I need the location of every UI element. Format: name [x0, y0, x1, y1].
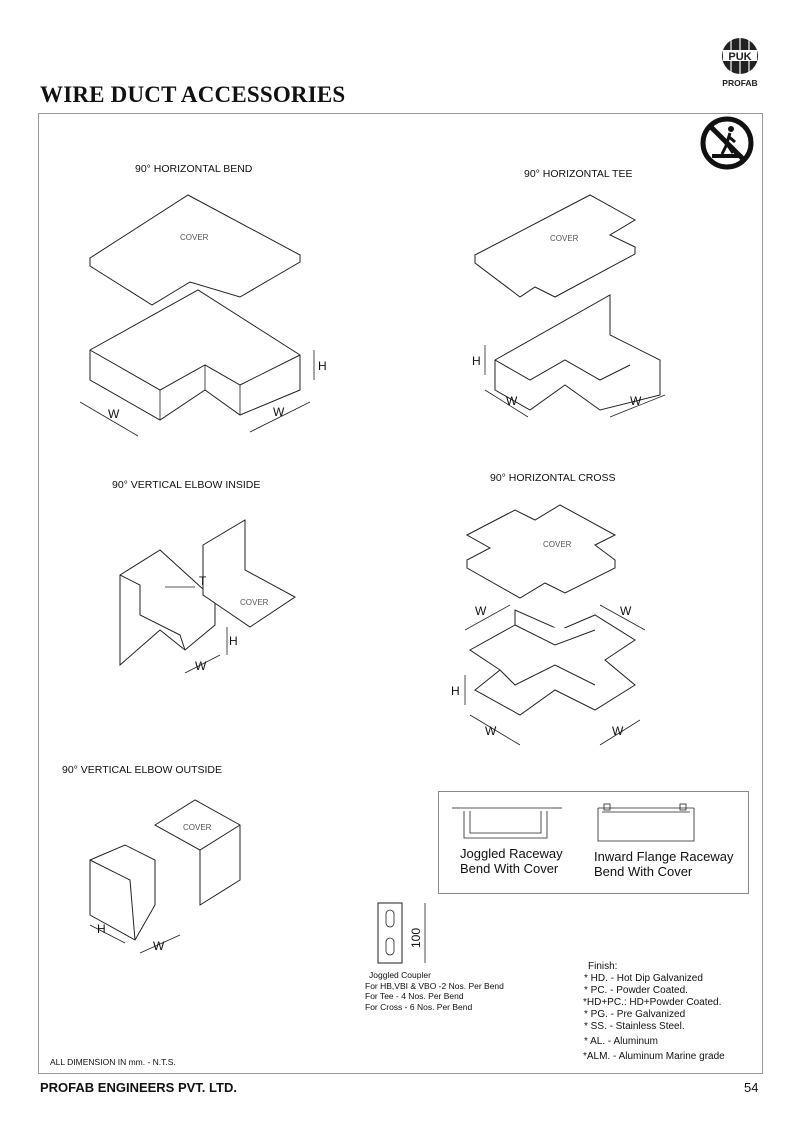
vertical-elbow-outside-label: 90° VERTICAL ELBOW OUTSIDE — [62, 764, 222, 776]
dimension-label: W — [485, 724, 497, 738]
page-title: WIRE DUCT ACCESSORIES — [40, 82, 346, 107]
inward-flange-raceway-label: Inward Flange Raceway Bend With Cover — [594, 849, 733, 879]
vertical-elbow-outside-drawing: COVER H W — [89, 799, 241, 954]
finish-item: * SS. - Stainless Steel. — [584, 1021, 685, 1032]
dimension-label: H — [97, 922, 106, 936]
dimension-label: W — [475, 604, 487, 618]
joggled-coupler-drawing: 100 — [377, 902, 426, 964]
vertical-elbow-inside-drawing: COVER T H W — [119, 519, 296, 674]
page-number: 54 — [744, 1080, 759, 1095]
coupler-title: Joggled Coupler — [369, 970, 431, 980]
horizontal-cross-drawing: COVER W W H W W — [451, 504, 646, 746]
dimension-label: W — [273, 405, 285, 419]
dimension-label: W — [612, 724, 624, 738]
dimension-label: H — [229, 634, 238, 648]
vertical-elbow-inside-label: 90° VERTICAL ELBOW INSIDE — [112, 479, 261, 491]
coupler-line: For Tee - 4 Nos. Per Bend — [365, 991, 464, 1001]
finish-item: * HD. - Hot Dip Galvanized — [584, 973, 703, 984]
dimension-label: W — [108, 407, 120, 421]
dimension-label: COVER — [543, 540, 572, 549]
dimension-label: COVER — [183, 823, 212, 832]
joggled-raceway-line: Bend With Cover — [460, 861, 559, 876]
coupler-line: For HB,VBI & VBO -2 Nos. Per Bend — [365, 980, 504, 991]
dimension-label: COVER — [180, 233, 209, 242]
horizontal-tee-label: 90° HORIZONTAL TEE — [524, 168, 633, 180]
raceway-panel — [438, 791, 749, 894]
finish-item: * PC. - Powder Coated. — [584, 985, 688, 996]
finish-item: *ALM. - Aluminum Marine grade — [583, 1051, 725, 1062]
dimension-label: H — [451, 684, 460, 698]
horizontal-bend-label: 90° HORIZONTAL BEND — [135, 163, 253, 175]
dimension-label: W — [153, 939, 165, 953]
dimension-label: W — [620, 604, 632, 618]
finish-item: *HD+PC.: HD+Powder Coated. — [583, 997, 722, 1008]
horizontal-bend-drawing: COVER W W H — [79, 194, 327, 437]
joggled-raceway-label: Joggled Raceway Bend With Cover — [460, 846, 563, 876]
dimension-label: W — [195, 659, 207, 673]
finish-item: * AL. - Aluminum — [584, 1036, 658, 1047]
horizontal-tee-drawing: COVER H W W — [472, 194, 666, 418]
finish-list: * HD. - Hot Dip Galvanized * PC. - Powde… — [583, 973, 725, 1063]
dimension-label: W — [506, 394, 518, 408]
joggled-raceway-line: Joggled Raceway — [460, 846, 563, 861]
footer-company: PROFAB ENGINEERS PVT. LTD. — [40, 1080, 237, 1095]
dimension-label: COVER — [240, 598, 269, 607]
logo-brand: PROFAB — [722, 78, 757, 88]
content-frame — [38, 113, 763, 1074]
no-walking-sign-icon — [700, 116, 754, 170]
inward-flange-raceway-section-drawing — [597, 803, 695, 842]
horizontal-cross-label: 90° HORIZONTAL CROSS — [490, 472, 616, 484]
dimension-label: W — [630, 394, 642, 408]
inward-flange-raceway-line: Bend With Cover — [594, 864, 693, 879]
joggled-raceway-section-drawing — [452, 807, 562, 839]
inward-flange-raceway-line: Inward Flange Raceway — [594, 849, 734, 864]
dimension-label: T — [199, 574, 207, 588]
coupler-notes: Joggled Coupler For HB,VBI & VBO -2 Nos.… — [365, 970, 504, 1012]
dimension-label: H — [472, 354, 481, 368]
logo-text: PUK — [728, 51, 751, 63]
finish-title: Finish: — [588, 961, 618, 972]
dimension-label: 100 — [409, 928, 423, 948]
dimension-label: COVER — [550, 234, 579, 243]
dimension-note: ALL DIMENSION IN mm. - N.T.S. — [50, 1057, 176, 1067]
coupler-line: For Cross - 6 Nos. Per Bend — [365, 1001, 473, 1012]
puk-profab-logo: PUK PROFAB — [722, 38, 758, 88]
dimension-label: H — [318, 359, 327, 373]
finish-item: * PG. - Pre Galvanized — [584, 1009, 686, 1020]
